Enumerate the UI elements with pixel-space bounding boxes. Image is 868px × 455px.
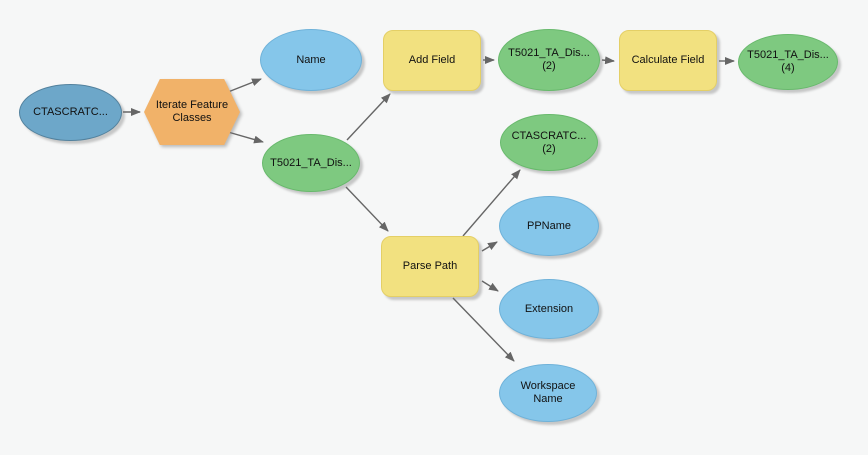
node-label: Iterate Feature Classes <box>155 99 229 124</box>
tool-parse-path[interactable]: Parse Path <box>381 236 479 297</box>
node-label: Calculate Field <box>631 54 705 66</box>
node-label: Parse Path <box>402 260 458 272</box>
connector-parse-path-to-extension[interactable] <box>481 280 499 292</box>
variable-ppname[interactable]: PPName <box>499 196 599 256</box>
node-label: CTASCRATC... <box>33 106 108 118</box>
node-label: T5021_TA_Dis... (4) <box>747 49 829 74</box>
node-label: Extension <box>524 302 574 315</box>
variable-t5021-ta-dis[interactable]: T5021_TA_Dis... <box>262 134 360 192</box>
connector-t5021-2-to-calculate-field[interactable] <box>601 56 615 65</box>
variable-t5021-ta-dis-2[interactable]: T5021_TA_Dis... (2) <box>498 29 600 91</box>
connector-parse-path-to-ctascratc-2[interactable] <box>462 169 521 237</box>
node-label: Name <box>296 53 326 66</box>
iterator-hexagon-wrap: Iterate Feature Classes <box>144 79 240 145</box>
variable-name-output[interactable]: Name <box>260 29 362 91</box>
variable-ctascratc-input[interactable]: CTASCRATC... <box>19 84 122 141</box>
tool-iterate-feature-classes[interactable]: Iterate Feature Classes <box>144 79 240 145</box>
variable-extension[interactable]: Extension <box>499 279 599 339</box>
connector-parse-path-to-ppname[interactable] <box>481 241 498 252</box>
connector-t5021-to-add-field[interactable] <box>346 93 391 141</box>
node-label: Add Field <box>408 54 456 66</box>
connector-t5021-to-parse-path[interactable] <box>345 186 389 232</box>
connector-iterator-to-name[interactable] <box>227 78 262 93</box>
tool-calculate-field[interactable]: Calculate Field <box>619 30 717 91</box>
node-label: Workspace Name <box>520 380 576 405</box>
variable-ctascratc-2[interactable]: CTASCRATC... (2) <box>500 114 598 171</box>
variable-t5021-ta-dis-4[interactable]: T5021_TA_Dis... (4) <box>738 34 838 90</box>
tool-add-field[interactable]: Add Field <box>383 30 481 91</box>
node-label: T5021_TA_Dis... <box>270 156 352 169</box>
node-label: PPName <box>526 219 572 232</box>
connector-iterator-to-t5021[interactable] <box>227 131 264 144</box>
node-label: T5021_TA_Dis... (2) <box>508 47 590 72</box>
node-label: CTASCRATC... (2) <box>511 129 587 155</box>
variable-workspace-name[interactable]: Workspace Name <box>499 364 597 422</box>
connector-parse-path-to-workspace-name[interactable] <box>452 297 515 362</box>
